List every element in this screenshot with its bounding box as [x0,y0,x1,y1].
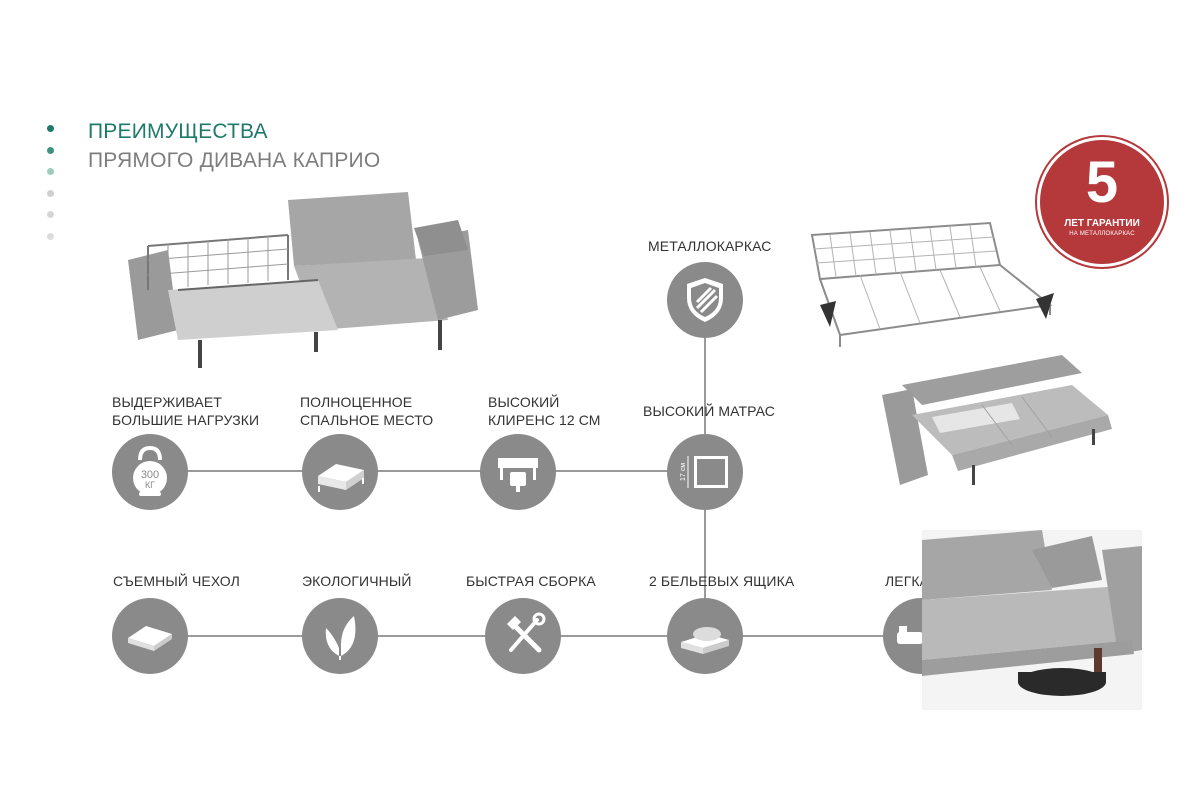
sofa-cleaning-image [922,530,1142,710]
bed-icon [302,434,378,510]
feature-label-frame: МЕТАЛЛОКАРКАС [648,238,772,254]
feature-label-assembly: БЫСТРАЯ СБОРКА [466,573,596,589]
warranty-sublabel: НА МЕТАЛЛОКАРКАС [1069,231,1135,237]
feature-label-eco: ЭКОЛОГИЧНЫЙ [302,573,412,589]
page-title: ПРЕИМУЩЕСТВА [88,120,268,143]
feature-label-sleep: ПОЛНОЦЕННОЕ СПАЛЬНОЕ МЕСТО [300,394,434,428]
pagination-dots [47,125,54,255]
connector-vertical-mid [704,470,706,635]
feature-label-mattress: ВЫСОКИЙ МАТРАС [643,403,775,419]
feature-label-clearance: ВЫСОКИЙ КЛИРЕНС 12 СМ [488,394,601,428]
leaf-icon [302,598,378,674]
connector-vertical-top [704,300,706,470]
drawer-icon [667,598,743,674]
metal-frame-image [800,215,1060,355]
connector-row1 [150,470,705,472]
cover-icon [112,598,188,674]
kettlebell-unit: КГ [145,480,155,490]
kettlebell-weight: 300 [141,469,159,481]
pagination-dot-2[interactable] [47,146,54,154]
sofa-unfolded-image [872,345,1122,505]
sofa-open-frame-image [118,180,488,370]
pagination-dot-3[interactable] [47,168,54,176]
feature-label-cover: СЪЕМНЫЙ ЧЕХОЛ [113,573,240,589]
warranty-years: 5 [1085,150,1119,215]
page-subtitle: ПРЯМОГО ДИВАНА КАПРИО [88,149,381,172]
tools-icon [485,598,561,674]
mattress-thickness: 17 см [680,463,687,481]
shield-icon [667,262,743,338]
kettlebell-icon: 300 КГ [112,434,188,510]
feature-label-load: ВЫДЕРЖИВАЕТ БОЛЬШИЕ НАГРУЗКИ [112,394,260,428]
pagination-dot-1[interactable] [47,125,54,132]
pagination-dot-4[interactable] [47,189,54,197]
feature-label-drawers: 2 БЕЛЬЕВЫХ ЯЩИКА [649,573,795,589]
mattress-icon: 17 см [667,434,743,510]
warranty-label: ЛЕТ ГАРАНТИИ [1064,218,1140,229]
clearance-icon [480,434,556,510]
pagination-dot-5[interactable] [47,211,54,219]
pagination-dot-6[interactable] [47,232,54,240]
warranty-badge: 5 ЛЕТ ГАРАНТИИ НА МЕТАЛЛОКАРКАС [1037,137,1167,267]
